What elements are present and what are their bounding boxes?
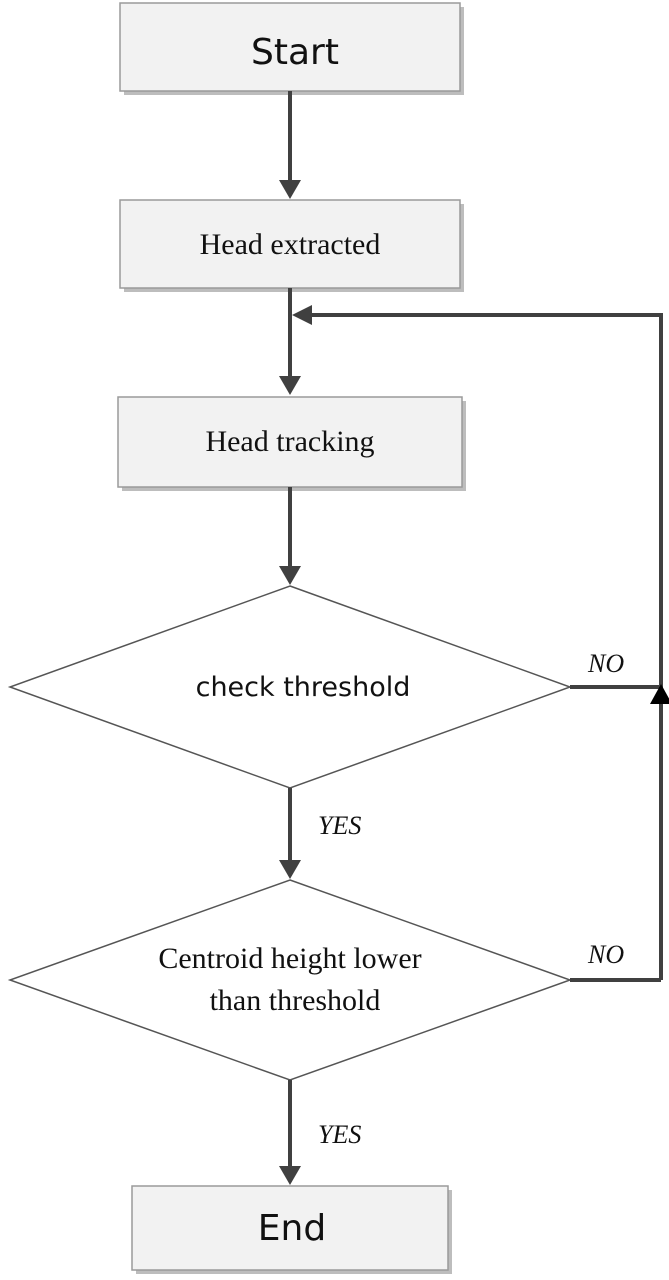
centroid-label-line2: than threshold	[210, 984, 381, 1017]
arrow-start-to-extracted	[279, 91, 301, 199]
check-threshold-label: check threshold	[196, 672, 411, 703]
loop-back-connector	[292, 305, 663, 980]
check-threshold-node: check threshold	[7, 585, 573, 789]
arrow-tracking-to-check	[279, 487, 301, 585]
head-extracted-label: Head extracted	[200, 228, 381, 261]
check-yes-label: YES	[318, 811, 361, 840]
centroid-height-node: Centroid height lower than threshold	[7, 879, 573, 1081]
arrow-extracted-to-tracking	[279, 288, 301, 395]
head-tracking-node: Head tracking	[117, 396, 466, 491]
arrow-centroid-to-end: YES	[279, 1080, 361, 1185]
centroid-yes-label: YES	[318, 1120, 361, 1149]
arrow-check-to-centroid: YES	[279, 788, 361, 879]
head-tracking-label: Head tracking	[205, 425, 374, 458]
centroid-no-label: NO	[587, 940, 624, 969]
start-node: Start	[119, 2, 464, 95]
check-no-connector: NO	[570, 649, 669, 704]
centroid-no-connector: NO	[570, 940, 661, 982]
end-label: End	[258, 1208, 326, 1249]
check-no-label: NO	[587, 649, 624, 678]
start-label: Start	[251, 32, 339, 73]
end-node: End	[131, 1185, 452, 1274]
centroid-label-line1: Centroid height lower	[158, 942, 421, 975]
head-extracted-node: Head extracted	[119, 199, 464, 292]
